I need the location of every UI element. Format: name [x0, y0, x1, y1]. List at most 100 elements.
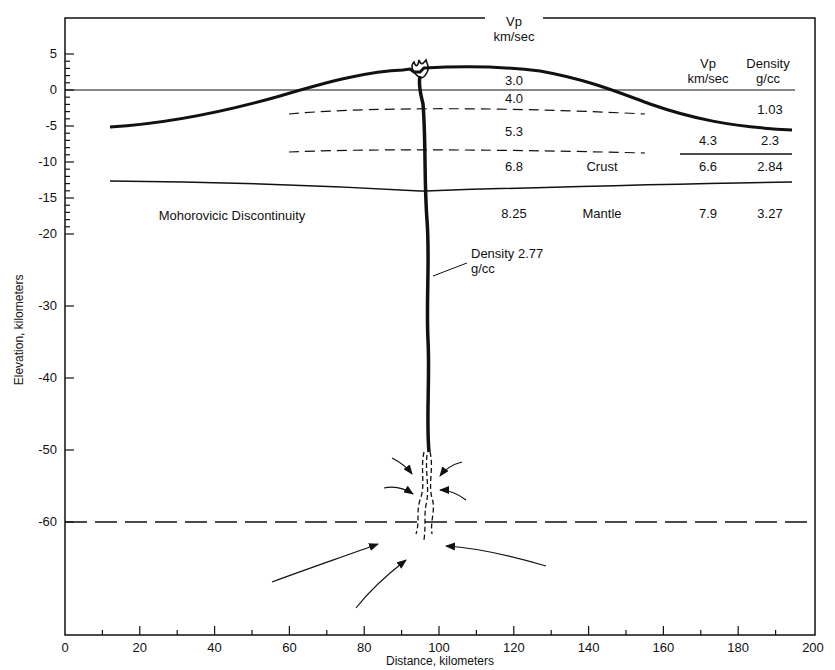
axis-tick-label: 80: [356, 641, 372, 656]
conduit-density: Density 2.77 g/cc: [470, 247, 546, 277]
velocity-value: 6.8: [504, 160, 524, 175]
axis-tick-label: -15: [37, 191, 58, 206]
axis-tick-label: 5: [49, 47, 58, 62]
column-header: Vp km/sec: [485, 15, 543, 45]
layer-boundary: [680, 153, 792, 155]
magma-source-streaks: [416, 452, 433, 540]
column-header: Density g/cc: [739, 57, 797, 87]
plot-frame: [65, 18, 815, 635]
layer-boundary: [289, 109, 645, 114]
axis-tick-label: -40: [37, 371, 58, 386]
density-value: 2.84: [756, 160, 783, 175]
axis-tick: [289, 626, 290, 635]
moho-line: [110, 181, 792, 191]
axis-tick: [65, 61, 70, 62]
axis-tick: [251, 630, 252, 635]
axis-tick: [588, 626, 589, 635]
axis-tick-label: -50: [37, 443, 58, 458]
axis-tick-label: 100: [427, 641, 451, 656]
axis-tick-label: -20: [37, 227, 58, 242]
axis-tick: [326, 630, 327, 635]
axis-tick: [364, 626, 365, 635]
axis-tick: [65, 75, 70, 76]
axis-tick-label: 200: [801, 641, 825, 656]
axis-tick: [663, 626, 664, 635]
magma-conduit: [419, 76, 429, 452]
density-value: 2.3: [760, 134, 780, 149]
axis-tick-label: 0: [60, 641, 69, 656]
axis-tick: [65, 377, 74, 378]
layer-name: Crust: [585, 160, 618, 175]
axis-tick-label: -60: [37, 515, 58, 530]
axis-tick-label: -30: [37, 299, 58, 314]
axis-tick: [102, 630, 103, 635]
axis-tick: [65, 205, 70, 206]
axis-tick: [625, 630, 626, 635]
axis-tick: [738, 626, 739, 635]
axis-tick: [65, 133, 70, 134]
axis-tick: [214, 626, 215, 635]
axis-title: Distance, kilometers: [385, 655, 495, 669]
velocity-value: 7.9: [698, 207, 718, 222]
axis-tick: [551, 630, 552, 635]
sea-level-line: [65, 90, 795, 91]
axis-tick: [65, 449, 74, 450]
axis-tick: [65, 190, 70, 191]
axis-tick: [177, 630, 178, 635]
axis-tick: [139, 626, 140, 635]
axis-tick-label: 40: [206, 641, 222, 656]
density-value: 1.03: [756, 103, 783, 118]
axis-tick: [438, 626, 439, 635]
axis-tick: [65, 68, 70, 69]
axis-tick-label: 20: [132, 641, 148, 656]
axis-tick: [65, 226, 70, 227]
axis-tick: [700, 630, 701, 635]
axis-tick: [65, 305, 74, 306]
axis-tick: [65, 125, 74, 126]
layer-boundary: [289, 150, 645, 153]
column-header: Vp km/sec: [679, 57, 737, 87]
axis-tick: [65, 197, 74, 198]
axis-tick-label: 180: [726, 641, 750, 656]
axis-tick-label: -5: [44, 119, 58, 134]
axis-tick: [65, 147, 70, 148]
axis-tick: [65, 233, 74, 234]
axis-tick: [65, 118, 70, 119]
axis-tick: [65, 183, 70, 184]
velocity-value: 4.0: [504, 92, 524, 107]
leader-line: [433, 263, 467, 276]
axis-tick-label: 60: [281, 641, 297, 656]
axis-tick-label: -10: [37, 155, 58, 170]
velocity-value: 3.0: [504, 74, 524, 89]
axis-tick: [65, 97, 70, 98]
axis-tick: [476, 630, 477, 635]
axis-tick: [65, 82, 70, 83]
layer-name: Mantle: [581, 207, 622, 222]
velocity-value: 6.6: [698, 160, 718, 175]
source-depth-line: [65, 521, 815, 523]
axis-tick: [65, 104, 70, 105]
axis-tick: [65, 53, 74, 54]
axis-tick-label: 140: [577, 641, 601, 656]
flow-arrows: [272, 458, 546, 608]
velocity-value: 8.25: [500, 207, 527, 222]
axis-tick: [65, 140, 70, 141]
axis-tick-label: 160: [652, 641, 676, 656]
axis-tick: [65, 212, 70, 213]
axis-ticks: [65, 54, 776, 635]
vent-eruption: [412, 60, 428, 78]
boundary-name: Mohorovicic Discontinuity: [158, 209, 307, 224]
axis-tick: [513, 626, 514, 635]
axis-title: Elevation, kilometers: [13, 274, 27, 387]
velocity-value: 5.3: [504, 125, 524, 140]
axis-tick: [65, 154, 70, 155]
velocity-value: 4.3: [698, 134, 718, 149]
density-value: 3.27: [756, 207, 783, 222]
axis-tick: [65, 111, 70, 112]
axis-tick: [65, 219, 70, 220]
axis-tick-label: 0: [49, 83, 58, 98]
axis-tick-label: 120: [502, 641, 526, 656]
axis-tick: [65, 169, 70, 170]
axis-tick: [775, 630, 776, 635]
